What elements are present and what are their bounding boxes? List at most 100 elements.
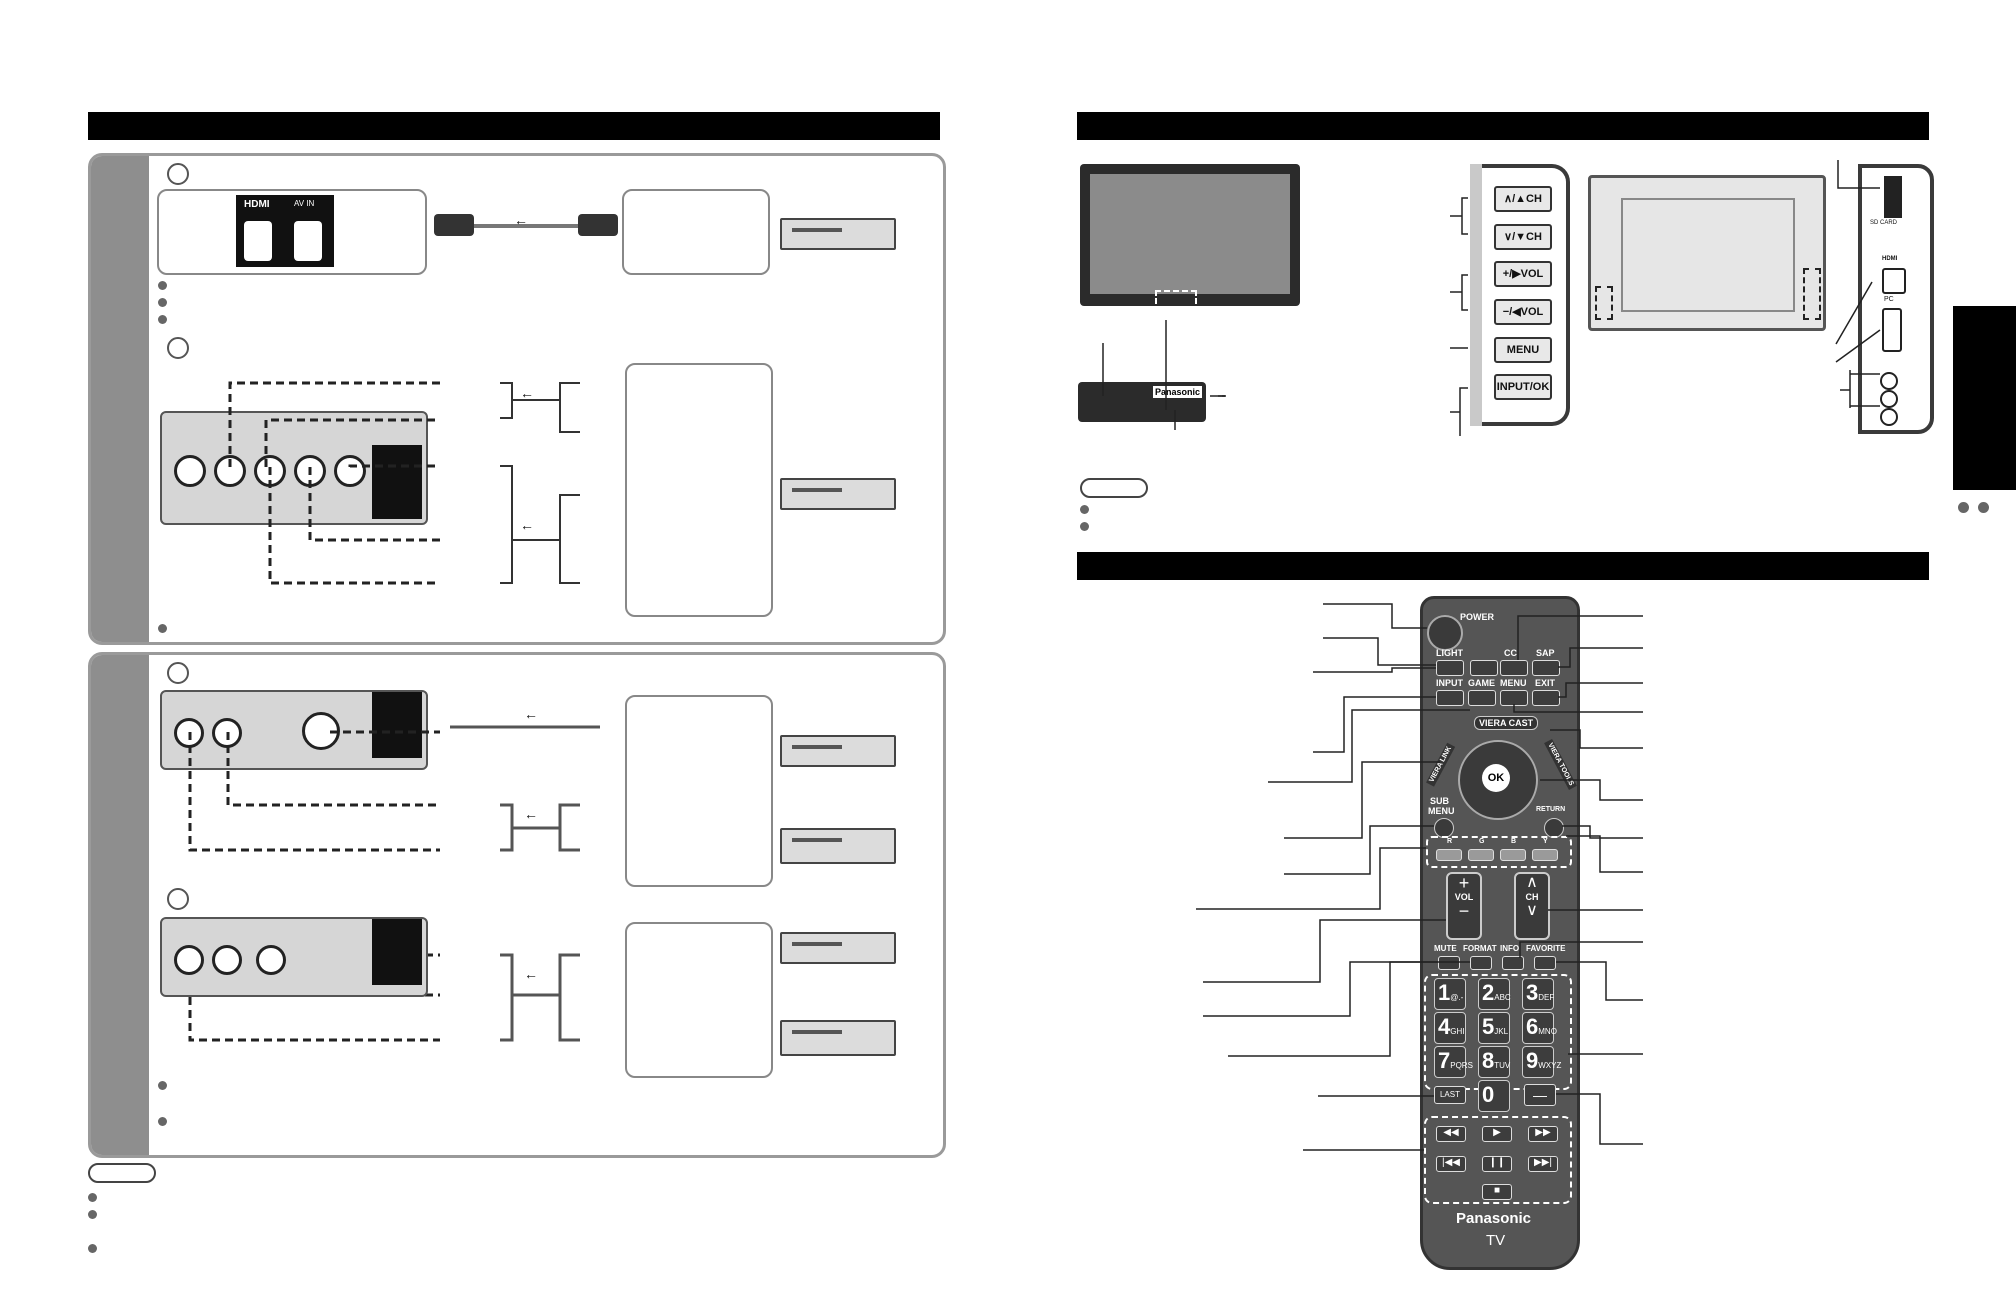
- menu-label: MENU: [1500, 678, 1527, 688]
- side-terminal-panel: SD CARD HDMI PC: [1858, 164, 1934, 434]
- tv-back-illustration: [1588, 175, 1826, 331]
- tv-button-ch-down[interactable]: ∨/▼CH: [1494, 224, 1552, 250]
- sub-menu-label: SUB: [1430, 796, 1450, 806]
- note-bullet: [88, 1210, 97, 1219]
- red-button[interactable]: [1436, 849, 1462, 861]
- green-label: G: [1479, 838, 1485, 845]
- mute-label: MUTE: [1434, 944, 1457, 953]
- direction-arrow: ←: [524, 706, 538, 722]
- direction-arrow: ←: [524, 966, 538, 982]
- hdmi-logo: HDMI: [244, 199, 270, 210]
- tv-button-input-ok[interactable]: INPUT/OK: [1494, 374, 1552, 400]
- note-label: [88, 1163, 156, 1183]
- chapter-tab: [1953, 306, 2016, 490]
- key-7[interactable]: 7PQRS: [1434, 1046, 1473, 1078]
- input-label: INPUT: [1436, 678, 1463, 688]
- color-buttons-group: [1426, 836, 1572, 868]
- last-button[interactable]: LAST: [1434, 1086, 1466, 1104]
- power-button[interactable]: [1427, 615, 1463, 651]
- av-in-label: AV IN: [294, 199, 315, 208]
- tv-button-vol-down[interactable]: −/◀VOL: [1494, 299, 1552, 325]
- key-1[interactable]: 1@.-: [1434, 978, 1466, 1010]
- device-composite-box: [625, 922, 773, 1078]
- format-label: FORMAT: [1463, 944, 1497, 953]
- input-button[interactable]: [1436, 690, 1464, 706]
- power-label: POWER: [1460, 612, 1495, 622]
- cc-button[interactable]: [1500, 660, 1528, 676]
- tv-button-ch-up[interactable]: ∧/▲CH: [1494, 186, 1552, 212]
- note-bullet: [158, 624, 167, 633]
- play-button[interactable]: ▶: [1482, 1126, 1512, 1142]
- green-button[interactable]: [1468, 849, 1494, 861]
- direction-arrow: ←: [520, 385, 534, 401]
- sd-card-label: SD CARD: [1870, 220, 1898, 226]
- dvd-player-icon: [780, 218, 896, 250]
- exit-button[interactable]: [1532, 690, 1560, 706]
- direction-arrow: ←: [524, 806, 538, 822]
- sd-card-button[interactable]: [1470, 660, 1498, 676]
- ok-button[interactable]: OK: [1482, 764, 1510, 792]
- note-label: [1080, 478, 1148, 498]
- volume-rocker[interactable]: + VOL −: [1446, 872, 1482, 940]
- exit-label: EXIT: [1535, 678, 1556, 688]
- key-8[interactable]: 8TUV: [1478, 1046, 1510, 1078]
- pause-button[interactable]: ❙❙: [1482, 1156, 1512, 1172]
- return-label: RETURN: [1536, 806, 1566, 813]
- info-button[interactable]: [1502, 956, 1524, 970]
- direction-arrow: ←: [520, 517, 534, 533]
- composite-jack-panel: [160, 917, 428, 997]
- dash-button[interactable]: —: [1524, 1084, 1556, 1106]
- vcr-icon: [780, 1020, 896, 1056]
- tv-button-vol-up[interactable]: +/▶VOL: [1494, 261, 1552, 287]
- viera-cast-button[interactable]: VIERA CAST: [1474, 716, 1539, 730]
- tv-front-illustration: [1080, 164, 1300, 306]
- s-video-jack-panel: [160, 690, 428, 770]
- blue-button[interactable]: [1500, 849, 1526, 861]
- step-d-marker: [167, 888, 189, 910]
- key-9[interactable]: 9WXYZ: [1522, 1046, 1561, 1078]
- remote-brand-logo: Panasonic: [1456, 1210, 1532, 1227]
- game-button[interactable]: [1468, 690, 1496, 706]
- hdmi-cable: [435, 224, 615, 228]
- rewind-button[interactable]: ◀◀: [1436, 1126, 1466, 1142]
- step-b-marker: [167, 337, 189, 359]
- favorite-button[interactable]: [1534, 956, 1556, 970]
- panel-side-tab: [91, 156, 149, 642]
- key-4[interactable]: 4GHI: [1434, 1012, 1466, 1044]
- key-0[interactable]: 0: [1478, 1080, 1510, 1112]
- fast-forward-button[interactable]: ▶▶: [1528, 1126, 1558, 1142]
- skip-forward-button[interactable]: ▶▶|: [1528, 1156, 1558, 1172]
- favorite-label: FAVORITE: [1526, 944, 1566, 953]
- key-5[interactable]: 5JKL: [1478, 1012, 1510, 1044]
- dvd-player-icon: [780, 478, 896, 510]
- format-button[interactable]: [1470, 956, 1492, 970]
- cc-label: CC: [1504, 648, 1517, 658]
- mute-button[interactable]: [1438, 956, 1460, 970]
- skip-back-button[interactable]: |◀◀: [1436, 1156, 1466, 1172]
- key-6[interactable]: 6MNO: [1522, 1012, 1557, 1044]
- info-label: INFO: [1500, 944, 1520, 953]
- note-bullet: [158, 1081, 167, 1090]
- note-bullet: [158, 281, 167, 290]
- light-button[interactable]: [1436, 660, 1464, 676]
- key-2[interactable]: 2ABC: [1478, 978, 1511, 1010]
- sap-button[interactable]: [1532, 660, 1560, 676]
- note-bullet: [158, 298, 167, 307]
- right-section-header-2: [1077, 552, 1929, 580]
- yellow-button[interactable]: [1532, 849, 1558, 861]
- channel-rocker[interactable]: ∧ CH ∨: [1514, 872, 1550, 940]
- note-bullet: [88, 1244, 97, 1253]
- stop-button[interactable]: ■: [1482, 1184, 1512, 1200]
- tv-button-menu[interactable]: MENU: [1494, 337, 1552, 363]
- direction-arrow: ←: [514, 212, 528, 228]
- note-bullet: [158, 1117, 167, 1126]
- tv-front-bottom-strip: Panasonic: [1078, 382, 1206, 422]
- red-label: R: [1447, 838, 1453, 845]
- key-3[interactable]: 3DEF: [1522, 978, 1554, 1010]
- page-dot: [1958, 502, 1969, 513]
- sub-menu-label: MENU: [1428, 806, 1455, 816]
